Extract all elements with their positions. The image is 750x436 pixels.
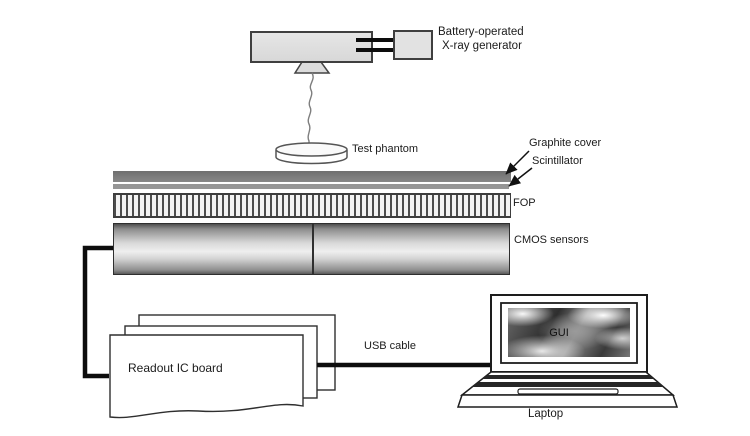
gui-screen-label: GUI [549, 326, 569, 339]
graphite-cover-layer [113, 171, 511, 182]
keyboard-row-stripe [482, 375, 654, 379]
readout-board-front [109, 334, 304, 419]
fop-layer [113, 193, 511, 218]
usb-cable-label: USB cable [364, 340, 416, 352]
xray-generator-label: Battery-operated X-ray generator [438, 25, 558, 53]
touchpad [517, 388, 619, 395]
test-phantom-label: Test phantom [352, 143, 419, 155]
xray-generator-body [250, 31, 373, 63]
graphite-cover-arrow [505, 150, 530, 175]
readout-board-label: Readout IC board [128, 361, 223, 375]
test-phantom-top [275, 142, 348, 157]
xray-generator-label-line2: X-ray generator [442, 40, 522, 52]
flex-cable [82, 245, 113, 379]
laptop-label: Laptop [528, 408, 564, 420]
scintillator-arrow [508, 167, 533, 187]
scintillator-layer [113, 184, 509, 189]
generator-connector-bar [356, 38, 393, 42]
xray-beam [307, 72, 314, 147]
laptop-base [456, 394, 679, 408]
graphite-cover-label: Graphite cover [529, 137, 602, 149]
cmos-sensor-divider [312, 224, 314, 274]
xray-generator-label-line1: Battery-operated [438, 26, 524, 38]
cmos-sensors-label: CMOS sensors [514, 234, 589, 246]
generator-connector-bar [356, 48, 393, 52]
fop-label: FOP [513, 197, 536, 209]
keyboard-row-stripe [471, 382, 664, 387]
gui-wallpaper: GUI [508, 308, 630, 357]
scintillator-label: Scintillator [532, 155, 583, 167]
battery-pack [393, 30, 433, 60]
cmos-sensor-bar [113, 223, 510, 275]
